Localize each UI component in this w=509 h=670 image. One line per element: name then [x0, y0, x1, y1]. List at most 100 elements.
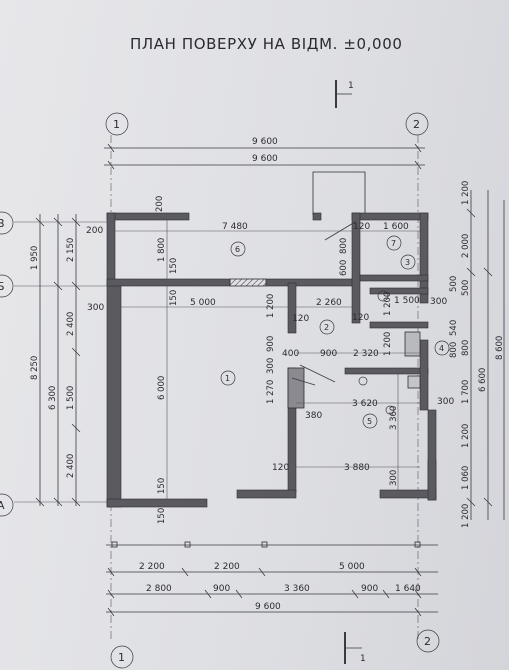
- dim-right-1200-a: 1 200: [461, 181, 471, 205]
- room-7-label: 7: [391, 239, 396, 248]
- dim-room5-length: 3 620: [352, 399, 378, 409]
- dim-bottom-900-b: 900: [361, 584, 378, 594]
- axis-marker-1-bottom: 1: [110, 645, 134, 669]
- dim-wall-500: 500: [449, 276, 459, 292]
- dim-room5-width: 3 880: [344, 463, 370, 473]
- dim-bottom-1640: 1 640: [395, 584, 421, 594]
- dim-wall-540: 540: [449, 320, 459, 336]
- section-mark-top-label: 1: [348, 81, 354, 91]
- dim-wall-300-e: 300: [437, 397, 454, 407]
- plan-title: ПЛАН ПОВЕРХУ НА ВІДМ. ±0,000: [130, 35, 402, 53]
- inner-dimension-lines: [113, 220, 420, 500]
- bottom-dimension-lines: 2 200 2 200 5 000 2 800 900 3 360 900 1 …: [106, 541, 438, 617]
- room-4-label: 4: [439, 344, 444, 353]
- room-3-label: 3: [405, 258, 410, 267]
- dim-wall-1200-b: 1 200: [383, 332, 393, 356]
- dim-wall-600: 600: [339, 260, 349, 276]
- dim-wall-120-b: 120: [292, 314, 309, 324]
- dim-right-1200-c: 1 200: [461, 504, 471, 528]
- axis-label-1-bottom: 1: [118, 651, 125, 664]
- dim-wall-900-h: 900: [320, 349, 337, 359]
- dim-wall-800: 800: [339, 238, 349, 254]
- right-dimension-lines: 1 200 2 000 8 600 500 6 600 800 1 700 1 …: [461, 181, 505, 528]
- axis-label-2-bottom: 2: [424, 635, 431, 648]
- section-mark-bottom-label: 1: [360, 654, 366, 664]
- dim-wall-120-d: 120: [272, 463, 289, 473]
- dim-wall-800-r: 800: [449, 342, 459, 358]
- axis-marker-2-bottom: 2: [416, 629, 440, 653]
- dim-room3-width: 1 500: [394, 296, 420, 306]
- dim-wall-300-d: 300: [266, 358, 276, 374]
- dim-left-6300: 6 300: [48, 386, 58, 410]
- dim-room1-length: 5 000: [190, 298, 216, 308]
- axis-label-v: В: [0, 217, 5, 230]
- room-markers: 1 2 3 4 5 6 7: [220, 235, 450, 429]
- dim-right-6600: 6 600: [478, 368, 488, 392]
- dim-wall-900-v: 900: [266, 336, 276, 352]
- room-1-label: 1: [225, 374, 230, 383]
- section-mark-top: 1: [335, 80, 354, 108]
- dim-right-2000: 2 000: [461, 234, 471, 258]
- dim-bottom-2200-a: 2 200: [139, 562, 165, 572]
- dim-wall-150-a: 150: [169, 258, 179, 274]
- dim-wall-1200-a: 1 200: [266, 294, 276, 318]
- dim-bottom-5000: 5 000: [339, 562, 365, 572]
- dim-left-1500: 1 500: [66, 386, 76, 410]
- dim-wall-300-f: 300: [389, 470, 399, 486]
- axis-label-b: Б: [0, 280, 5, 293]
- dim-right-800: 800: [461, 340, 471, 356]
- axis-marker-1-top: 1: [105, 112, 129, 136]
- dim-right-500: 500: [461, 280, 471, 296]
- axis-marker-v: В: [0, 211, 14, 235]
- dim-room2-width: 2 320: [353, 349, 379, 359]
- dim-wall-150-d: 150: [157, 508, 167, 524]
- dim-room1-depth: 6 000: [157, 376, 167, 400]
- axis-label-a: А: [0, 499, 5, 512]
- section-mark-bottom: 1: [344, 632, 366, 664]
- dim-wall-1270: 1 270: [266, 380, 276, 404]
- axis-label-2-top: 2: [413, 118, 420, 131]
- dim-top-overall-1: 9 600: [252, 137, 278, 147]
- dim-bottom-2800: 2 800: [146, 584, 172, 594]
- dim-wall-400: 400: [282, 349, 299, 359]
- dim-wall-200-left: 200: [86, 226, 103, 236]
- dim-bottom-3360: 3 360: [284, 584, 310, 594]
- axis-label-1-top: 1: [113, 118, 120, 131]
- dim-wall-120-top: 120: [353, 222, 370, 232]
- dim-room2-length: 2 260: [316, 298, 342, 308]
- dim-top-overall-2: 9 600: [252, 154, 278, 164]
- dim-wall-300-c: 300: [430, 297, 447, 307]
- dim-right-1060: 1 060: [461, 466, 471, 490]
- dim-left-2150: 2 150: [66, 238, 76, 262]
- dim-room6-length: 7 480: [222, 222, 248, 232]
- dim-left-2400-a: 2 400: [66, 312, 76, 336]
- axis-marker-a: А: [0, 493, 14, 517]
- dim-room7-width: 1 600: [383, 222, 409, 232]
- dim-right-1700: 1 700: [461, 380, 471, 404]
- axis-marker-2-top: 2: [405, 112, 429, 136]
- dim-wall-380: 380: [305, 411, 322, 421]
- dim-left-2400-b: 2 400: [66, 454, 76, 478]
- dim-bottom-900-a: 900: [213, 584, 230, 594]
- room-6-label: 6: [235, 245, 240, 254]
- top-dimension-lines: 9 600 9 600: [104, 137, 425, 170]
- room-2-label: 2: [324, 323, 329, 332]
- axis-marker-b: Б: [0, 274, 14, 298]
- walls: [106, 212, 437, 508]
- dim-wall-150-c: 150: [157, 478, 167, 494]
- dim-wall-1200-v: 1 200: [383, 292, 393, 316]
- left-dimension-lines: 1 950 2 150 2 400 8 250 6 300 1 500 2 40…: [30, 214, 81, 507]
- dim-wall-300-left: 300: [87, 303, 104, 313]
- dim-left-1950: 1 950: [30, 246, 40, 270]
- inner-dimensions: 7 480 1 600 120 200 200 1 800 150 800 60…: [86, 196, 459, 524]
- dim-wall-120-c: 120: [352, 313, 369, 323]
- dim-right-8600: 8 600: [495, 336, 505, 360]
- dim-room6-depth: 1 800: [157, 238, 167, 262]
- dim-bottom-2200-b: 2 200: [214, 562, 240, 572]
- dim-wall-150-b: 150: [169, 290, 179, 306]
- dim-bottom-9600: 9 600: [255, 602, 281, 612]
- dim-wall-200-top: 200: [155, 196, 165, 212]
- dim-left-8250: 8 250: [30, 356, 40, 380]
